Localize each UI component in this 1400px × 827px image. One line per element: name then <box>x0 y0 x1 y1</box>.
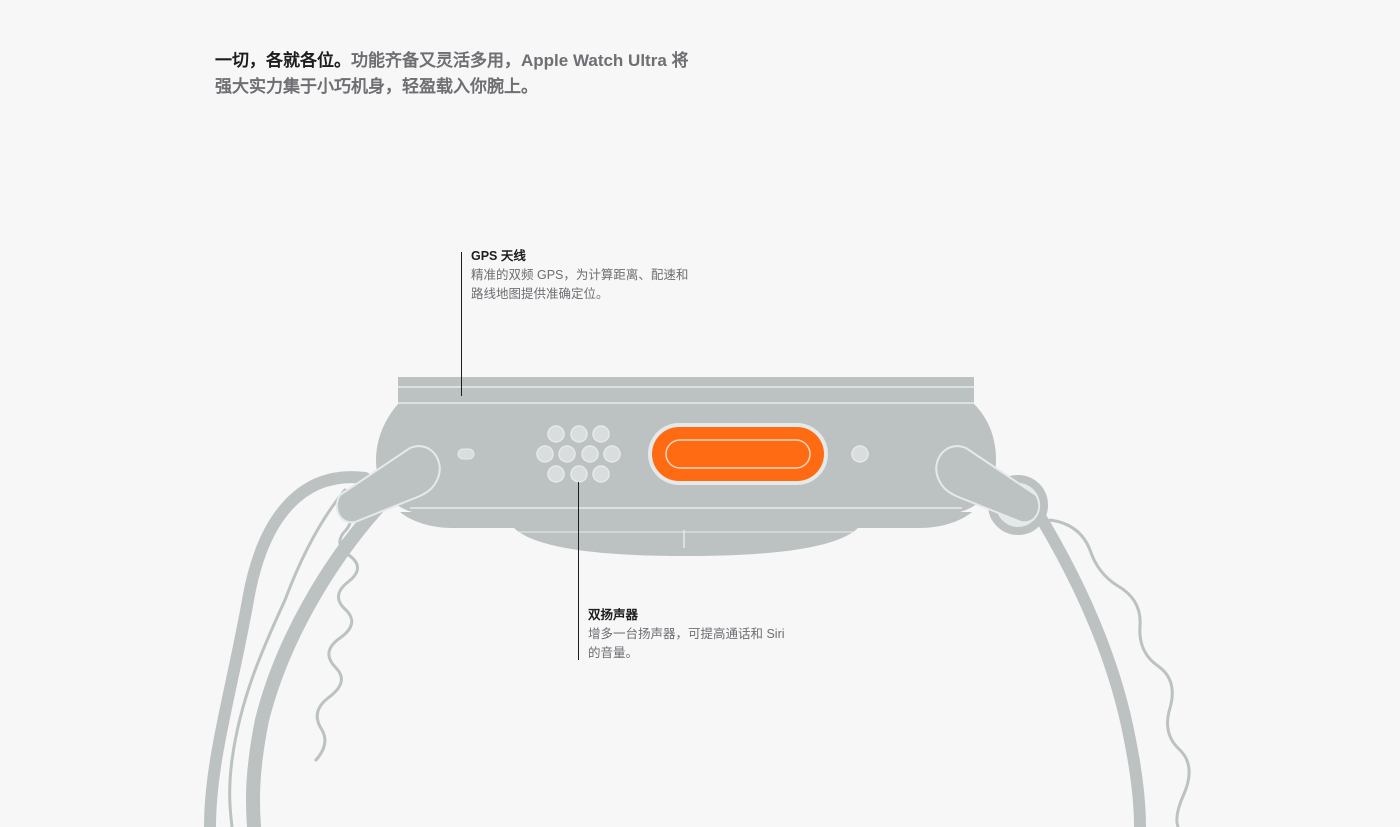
left-lug <box>335 445 441 524</box>
callout-speaker-description: 增多一台扬声器，可提高通话和 Siri 的音量。 <box>588 627 785 660</box>
callout-gps-title: GPS 天线 <box>471 249 526 263</box>
callout-speaker-title: 双扬声器 <box>588 608 639 622</box>
intro-paragraph: 一切，各就各位。功能齐备又灵活多用，Apple Watch Ultra 将强大实… <box>215 48 695 100</box>
callout-gps-description: 精准的双频 GPS，为计算距离、配速和路线地图提供准确定位。 <box>471 268 689 301</box>
intro-body: 功能齐备又灵活多用，Apple Watch Ultra 将强大实力集于小巧机身，… <box>215 51 689 96</box>
right-band <box>988 475 1191 827</box>
left-band <box>204 471 387 827</box>
watch-top-edge <box>398 377 974 405</box>
right-sensor-hole <box>851 445 869 463</box>
action-button <box>648 423 828 485</box>
right-lug <box>935 445 1041 524</box>
callout-dual-speakers: 双扬声器 增多一台扬声器，可提高通话和 Siri 的音量。 <box>588 606 788 663</box>
microphone-hole <box>457 448 475 460</box>
intro-lead: 一切，各就各位。 <box>215 51 351 70</box>
callout-gps-antenna: GPS 天线 精准的双频 GPS，为计算距离、配速和路线地图提供准确定位。 <box>471 247 696 304</box>
speaker-leader-line <box>578 482 579 660</box>
gps-leader-line <box>461 252 462 396</box>
speaker-grille <box>536 425 621 483</box>
